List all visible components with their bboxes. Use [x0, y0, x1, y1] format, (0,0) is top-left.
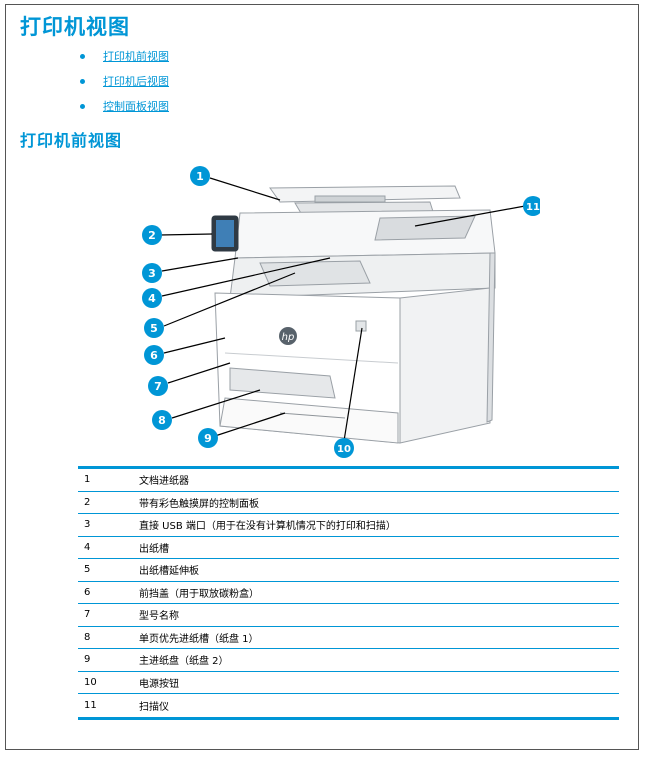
page-frame	[5, 4, 639, 750]
callout-9: 9	[198, 428, 218, 448]
part-description: 直接 USB 端口（用于在没有计算机情况下的打印和扫描）	[139, 521, 396, 533]
printer-front-view-figure: hp 1 2 3 4 5 6 7 8 9 10 11	[142, 166, 540, 458]
table-row: 9 主进纸盘（纸盘 2）	[78, 649, 619, 672]
page-title: 打印机视图	[20, 15, 130, 39]
hp-logo-text: hp	[282, 332, 295, 343]
part-description: 出纸槽	[139, 543, 169, 555]
part-description: 文档进纸器	[139, 476, 189, 488]
table-row: 6 前挡盖（用于取放碳粉盒）	[78, 582, 619, 604]
callout-2: 2	[142, 225, 162, 245]
svg-text:7: 7	[154, 380, 162, 393]
part-number: 2	[84, 496, 91, 508]
toc-item: 打印机前视图	[80, 48, 169, 73]
leader-lines	[159, 177, 526, 442]
toc-item: 控制面板视图	[80, 98, 169, 123]
part-number: 6	[84, 586, 91, 598]
callout-11: 11	[523, 196, 540, 216]
toc-item: 打印机后视图	[80, 73, 169, 98]
table-row: 7 型号名称	[78, 604, 619, 627]
part-description: 主进纸盘（纸盘 2）	[139, 656, 229, 668]
callout-6: 6	[144, 345, 164, 365]
callout-7: 7	[148, 376, 168, 396]
toc-link-front-view[interactable]: 打印机前视图	[103, 50, 169, 63]
callout-8: 8	[152, 410, 172, 430]
part-number: 8	[84, 631, 91, 643]
parts-table: 1 文档进纸器 2 带有彩色触摸屏的控制面板 3 直接 USB 端口（用于在没有计算机…	[78, 466, 619, 720]
part-number: 10	[84, 676, 97, 688]
svg-text:9: 9	[204, 432, 212, 445]
part-number: 4	[84, 541, 91, 553]
part-number: 9	[84, 654, 91, 666]
part-description: 电源按钮	[139, 678, 179, 690]
part-description: 单页优先进纸槽（纸盘 1）	[139, 633, 259, 645]
toc-link-control-panel-view[interactable]: 控制面板视图	[103, 100, 169, 113]
callout-1: 1	[190, 166, 210, 186]
toc-list: 打印机前视图 打印机后视图 控制面板视图	[80, 48, 169, 123]
part-description: 前挡盖（用于取放碳粉盒）	[139, 588, 259, 600]
table-row: 2 带有彩色触摸屏的控制面板	[78, 492, 619, 514]
svg-text:8: 8	[158, 414, 166, 427]
bullet-icon	[80, 54, 85, 59]
svg-text:11: 11	[526, 202, 540, 213]
svg-text:6: 6	[150, 349, 158, 362]
part-number: 7	[84, 609, 91, 621]
svg-text:3: 3	[148, 267, 156, 280]
table-row: 5 出纸槽延伸板	[78, 559, 619, 582]
printer-illustration	[211, 185, 496, 444]
part-number: 3	[84, 519, 91, 531]
svg-text:2: 2	[148, 229, 156, 242]
hp-logo: hp	[279, 327, 297, 345]
svg-text:10: 10	[337, 444, 351, 455]
table-row: 8 单页优先进纸槽（纸盘 1）	[78, 627, 619, 649]
toc-link-back-view[interactable]: 打印机后视图	[103, 75, 169, 88]
table-row: 3 直接 USB 端口（用于在没有计算机情况下的打印和扫描）	[78, 514, 619, 537]
part-number: 1	[84, 474, 91, 486]
section-title: 打印机前视图	[20, 131, 123, 150]
callout-3: 3	[142, 263, 162, 283]
svg-text:5: 5	[150, 322, 158, 335]
table-row: 10 电源按钮	[78, 672, 619, 694]
table-row: 11 扫描仪	[78, 694, 619, 717]
part-number: 5	[84, 564, 91, 576]
table-row: 4 出纸槽	[78, 537, 619, 559]
svg-text:4: 4	[148, 292, 156, 305]
part-description: 型号名称	[139, 611, 179, 623]
callout-4: 4	[142, 288, 162, 308]
part-description: 扫描仪	[139, 701, 169, 713]
part-description: 带有彩色触摸屏的控制面板	[139, 498, 259, 510]
bullet-icon	[80, 104, 85, 109]
part-description: 出纸槽延伸板	[139, 566, 199, 578]
bullet-icon	[80, 79, 85, 84]
table-row: 1 文档进纸器	[78, 469, 619, 492]
part-number: 11	[84, 699, 97, 711]
svg-text:1: 1	[196, 170, 204, 183]
callout-10: 10	[334, 438, 354, 458]
callout-markers: 1 2 3 4 5 6 7 8 9 10 11	[142, 166, 540, 458]
callout-5: 5	[144, 318, 164, 338]
